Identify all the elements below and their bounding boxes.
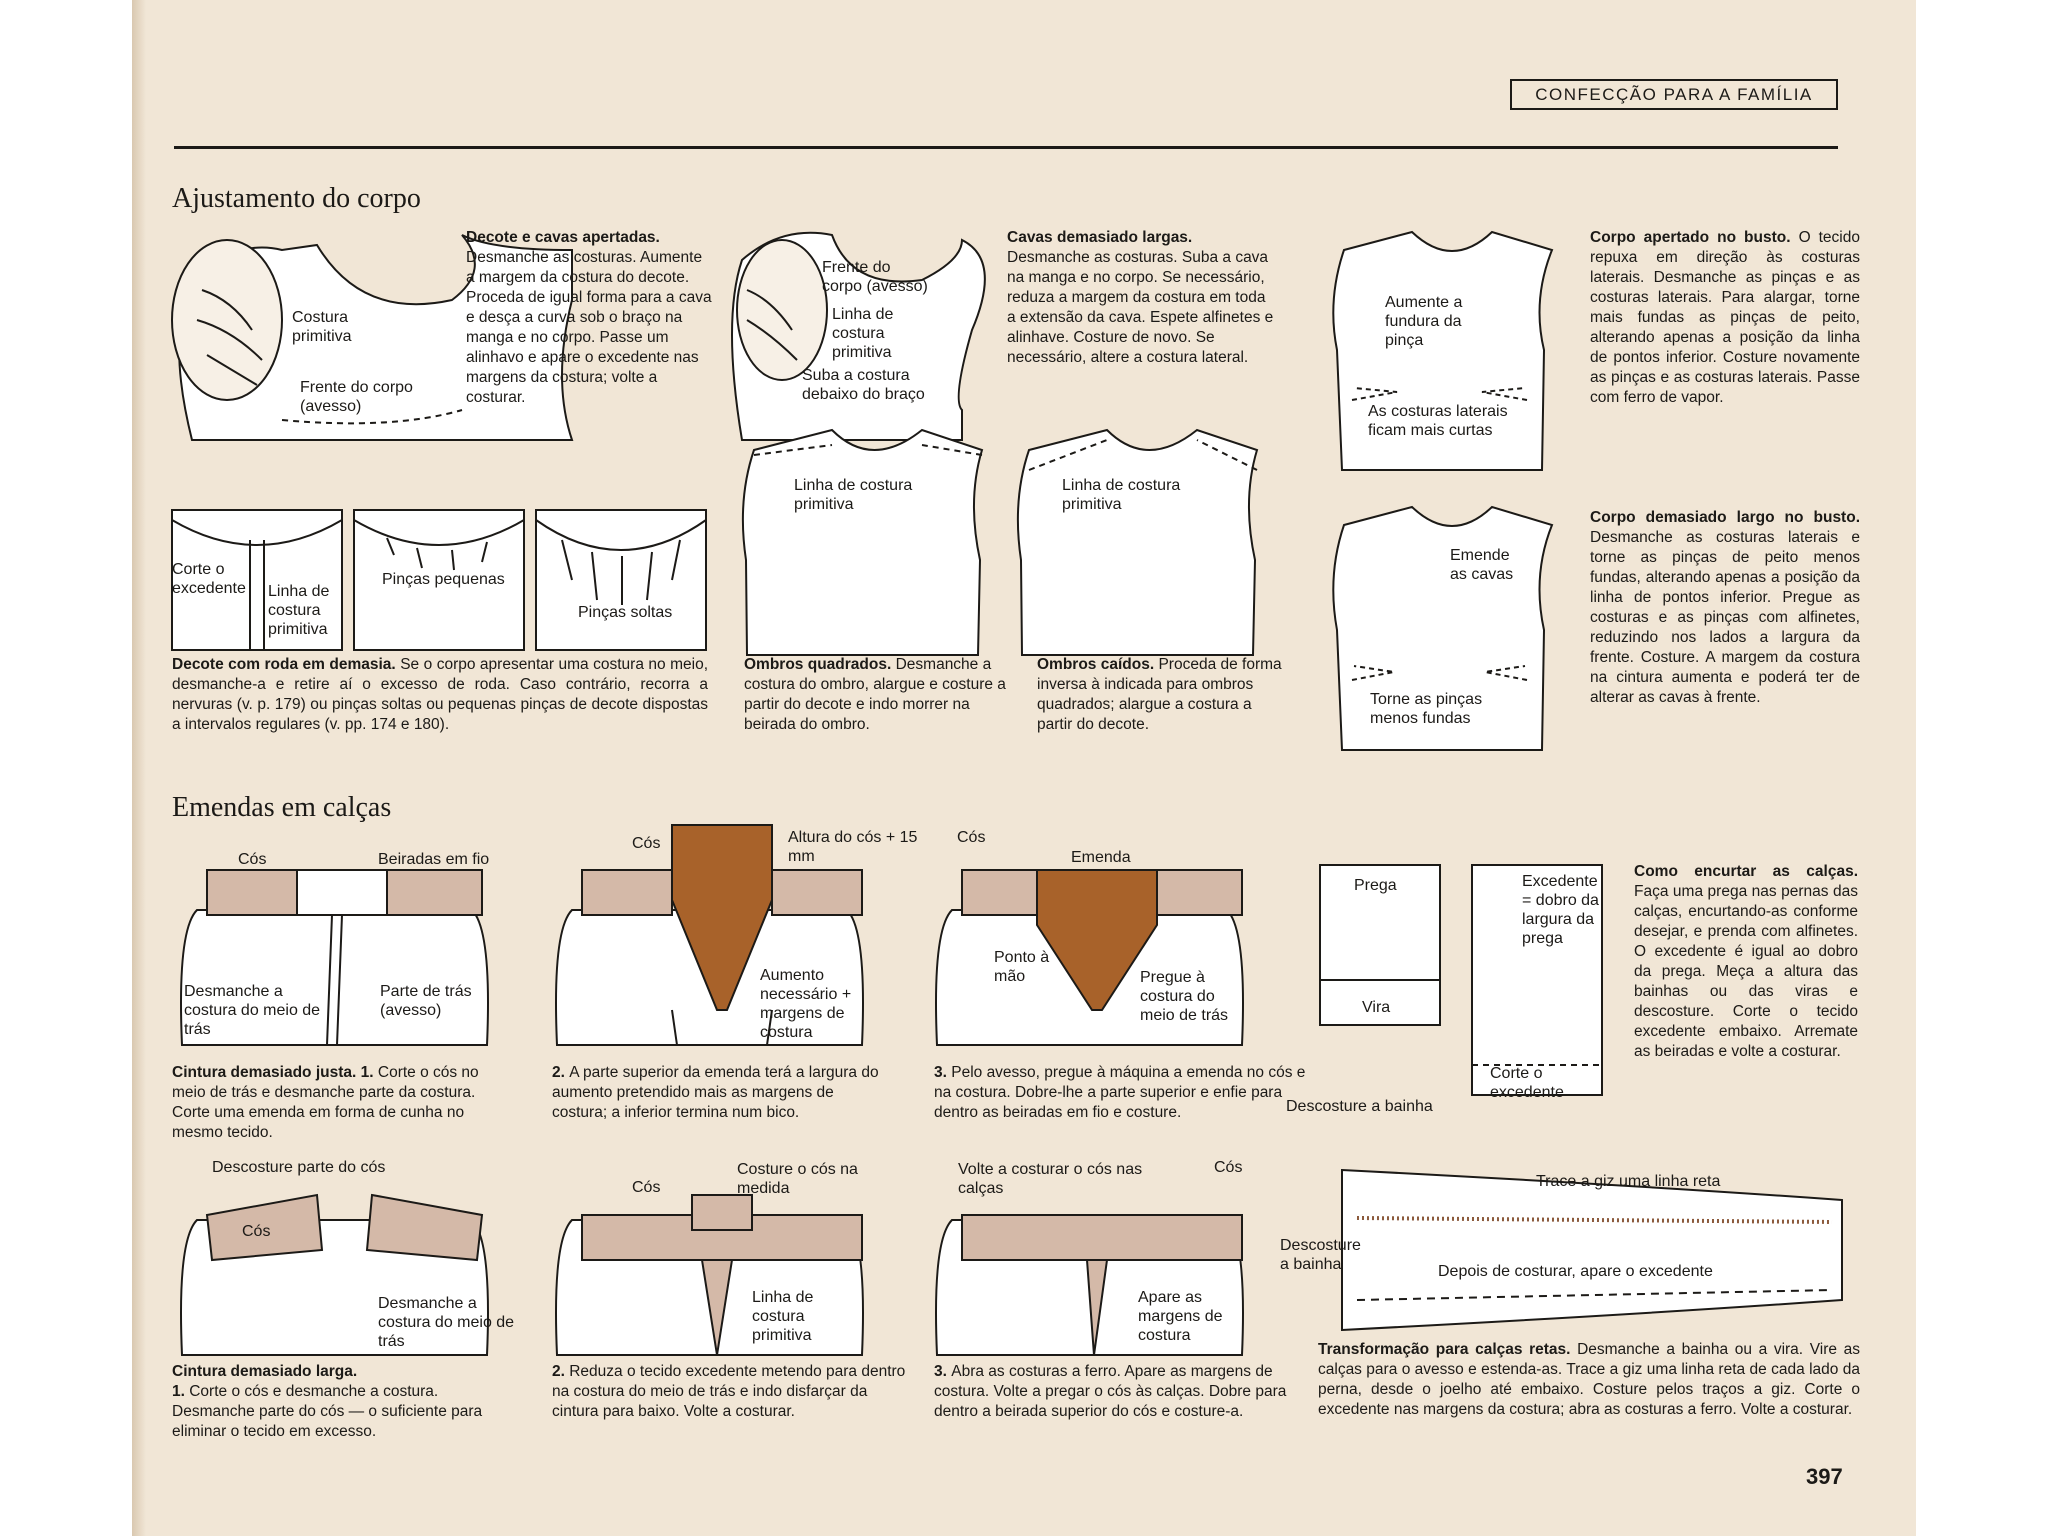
straight-trousers-drawing [1342,1170,1842,1330]
label-costure-cos-medida: Costure o cós na medida [737,1160,877,1198]
caption-step-number: 3. [934,1064,951,1081]
label-trace-giz: Trace a giz uma linha reta [1536,1172,1720,1191]
label-square-linha-costura: Linha de costura primitiva [794,476,944,514]
caption-neckline-armholes: Decote e cavas apertadas. Desmanche as c… [466,228,714,408]
label-descosture-bainha: Descosture a bainha [1286,1097,1433,1116]
label-cos-2: Cós [632,834,660,853]
caption-tight-bust: Corpo apertado no busto. O tecido repuxa… [1590,228,1860,408]
label-altura-cos: Altura do cós + 15 mm [788,828,918,866]
caption-text: Desmanche as costuras. Aumente a margem … [466,249,712,406]
caption-heading: Como encurtar as calças. [1634,863,1858,880]
label-depois-costurar: Depois de costurar, apare o excedente [1438,1262,1713,1281]
label-cos-5: Cós [632,1178,660,1197]
caption-heading: Cintura demasiado justa. [172,1064,361,1081]
caption-heading: Corpo demasiado largo no busto. [1590,509,1860,526]
caption-step-number: 2. [552,1363,569,1380]
label-desmanche-costura: Desmanche a costura do meio de trás [184,982,329,1039]
label-prega: Prega [1354,876,1397,895]
caption-heading: Ombros caídos. [1037,656,1158,673]
caption-tight-waist-1: Cintura demasiado justa. 1. Corte o cós … [172,1063,502,1143]
label-aumento-necessario: Aumento necessário + margens de costura [760,966,870,1042]
label-linha-costura-primitiva-2: Linha de costura primitiva [752,1288,852,1345]
caption-step-number: 1. [361,1064,378,1081]
label-costuras-laterais: As costuras laterais ficam mais curtas [1368,402,1518,440]
label-suba-costura: Suba a costura debaixo do braço [802,366,952,404]
caption-loose-bust: Corpo demasiado largo no busto. Desmanch… [1590,508,1860,708]
label-torne-pincas: Torne as pinças menos fundas [1370,690,1520,728]
caption-straight: Transformação para calças retas. Desmanc… [1318,1340,1860,1420]
caption-text: Desmanche as costuras laterais e torne a… [1590,529,1860,706]
caption-text: Pelo avesso, pregue à máquina a emenda n… [934,1064,1305,1121]
section-header-label: CONFECÇÃO PARA A FAMÍLIA [1535,85,1813,105]
caption-tight-waist-3: 3. Pelo avesso, pregue à máquina a emend… [934,1063,1314,1123]
caption-text: Corte o cós e desmanche a costura. Desma… [172,1383,482,1440]
label-descosture-bainha-2: Descosture a bainha [1280,1236,1370,1274]
caption-shorten: Como encurtar as calças. Faça uma prega … [1634,862,1858,1062]
caption-step-number: 1. [172,1383,189,1400]
caption-tight-waist-2: 2. A parte superior da emenda terá a lar… [552,1063,892,1123]
caption-heading: Cavas demasiado largas. [1007,229,1192,246]
caption-heading: Transformação para calças retas. [1318,1341,1577,1358]
label-pincas-soltas: Pinças soltas [578,603,672,622]
caption-text: Faça uma prega nas pernas das calças, en… [1634,883,1858,1060]
caption-armholes-wide: Cavas demasiado largas. Desmanche as cos… [1007,228,1277,368]
caption-loose-waist-3: 3. Abra as costuras a ferro. Apare as ma… [934,1362,1294,1422]
label-emende-cavas: Emende as cavas [1450,546,1530,584]
label-corte-excedente: Corte o excedente [172,560,262,598]
label-corte-excedente-2: Corte o excedente [1490,1064,1600,1102]
caption-heading: Cintura demasiado larga. [172,1362,512,1382]
label-cos: Cós [238,850,266,869]
caption-neck-flare: Decote com roda em demasia. Se o corpo a… [172,655,708,735]
caption-sloping-shoulders: Ombros caídos. Proceda de forma inversa … [1037,655,1287,735]
section-title-trousers: Emendas em calças [172,792,391,824]
caption-heading: Decote com roda em demasia. [172,656,400,673]
label-ponto-mao: Ponto à mão [994,948,1054,986]
caption-loose-waist-1: Cintura demasiado larga. 1. Corte o cós … [172,1362,512,1442]
label-linha-costura-primitiva: Linha de costura primitiva [268,582,358,639]
label-parte-tras: Parte de trás (avesso) [380,982,500,1020]
label-pincas-pequenas: Pinças pequenas [382,570,505,589]
caption-square-shoulders: Ombros quadrados. Desmanche a costura do… [744,655,1010,735]
label-desmanche-meio-tras: Desmanche a costura do meio de trás [378,1294,518,1351]
label-descosture-parte-cos: Descosture parte do cós [212,1158,385,1177]
square-shoulders-bodice [743,430,982,655]
label-linha-costura: Linha de costura primitiva [832,305,942,362]
label-emenda: Emenda [1071,848,1131,867]
label-frente-corpo-avesso: Frente do corpo (avesso) [822,258,932,296]
label-apare-margens: Apare as margens de costura [1138,1288,1248,1345]
caption-heading: Corpo apertado no busto. [1590,229,1799,246]
label-aumente-fundura: Aumente a fundura da pinça [1385,293,1475,350]
label-cos-6: Cós [1214,1158,1242,1177]
label-pregue-costura: Pregue à costura do meio de trás [1140,968,1230,1025]
label-volte-costurar-cos: Volte a costurar o cós nas calças [958,1160,1158,1198]
caption-text: Reduza o tecido excedente metendo para d… [552,1363,905,1420]
label-frente-do-corpo: Frente do corpo (avesso) [300,378,440,416]
caption-text: Abra as costuras a ferro. Apare as marge… [934,1363,1286,1420]
caption-loose-waist-2: 2. Reduza o tecido excedente metendo par… [552,1362,912,1422]
label-excedente-dobro: Excedente = dobro da largura da prega [1522,872,1602,948]
caption-text: O tecido repuxa em direção às costuras l… [1590,229,1860,406]
label-costura-primitiva: Costura primitiva [292,308,372,346]
section-header: CONFECÇÃO PARA A FAMÍLIA [1510,79,1838,110]
caption-text: Desmanche as costuras. Suba a cava na ma… [1007,249,1273,366]
label-beiradas-fio: Beiradas em fio [378,850,489,869]
caption-heading: Decote e cavas apertadas. [466,229,660,246]
label-cos-4: Cós [242,1222,270,1241]
header-rule [174,146,1838,149]
label-vira: Vira [1362,998,1390,1017]
caption-step-number: 3. [934,1363,951,1380]
page-number: 397 [1806,1464,1843,1490]
caption-text: A parte superior da emenda terá a largur… [552,1064,879,1121]
label-cos-3: Cós [957,828,985,847]
caption-step-number: 2. [552,1064,569,1081]
book-page: CONFECÇÃO PARA A FAMÍLIA Ajustamento do … [132,0,1916,1536]
sloping-shoulders-bodice [1018,430,1257,655]
section-title-body-fitting: Ajustamento do corpo [172,183,421,215]
caption-heading: Ombros quadrados. [744,656,896,673]
label-sloping-linha-costura: Linha de costura primitiva [1062,476,1212,514]
